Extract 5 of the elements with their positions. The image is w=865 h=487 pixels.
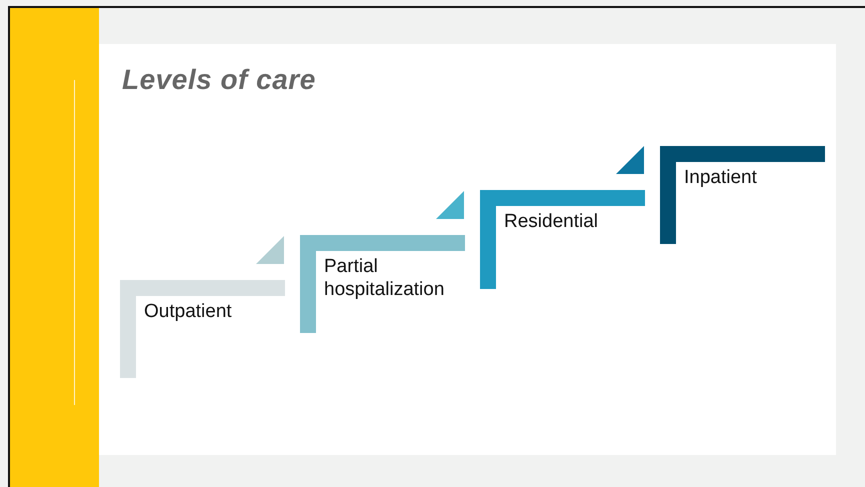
- step-label: Residential: [504, 210, 599, 233]
- step-label: Outpatient: [144, 300, 233, 323]
- step-label: Partial hospitalization: [324, 255, 446, 301]
- title: Levels of care: [122, 64, 316, 96]
- step-label: Inpatient: [684, 166, 758, 189]
